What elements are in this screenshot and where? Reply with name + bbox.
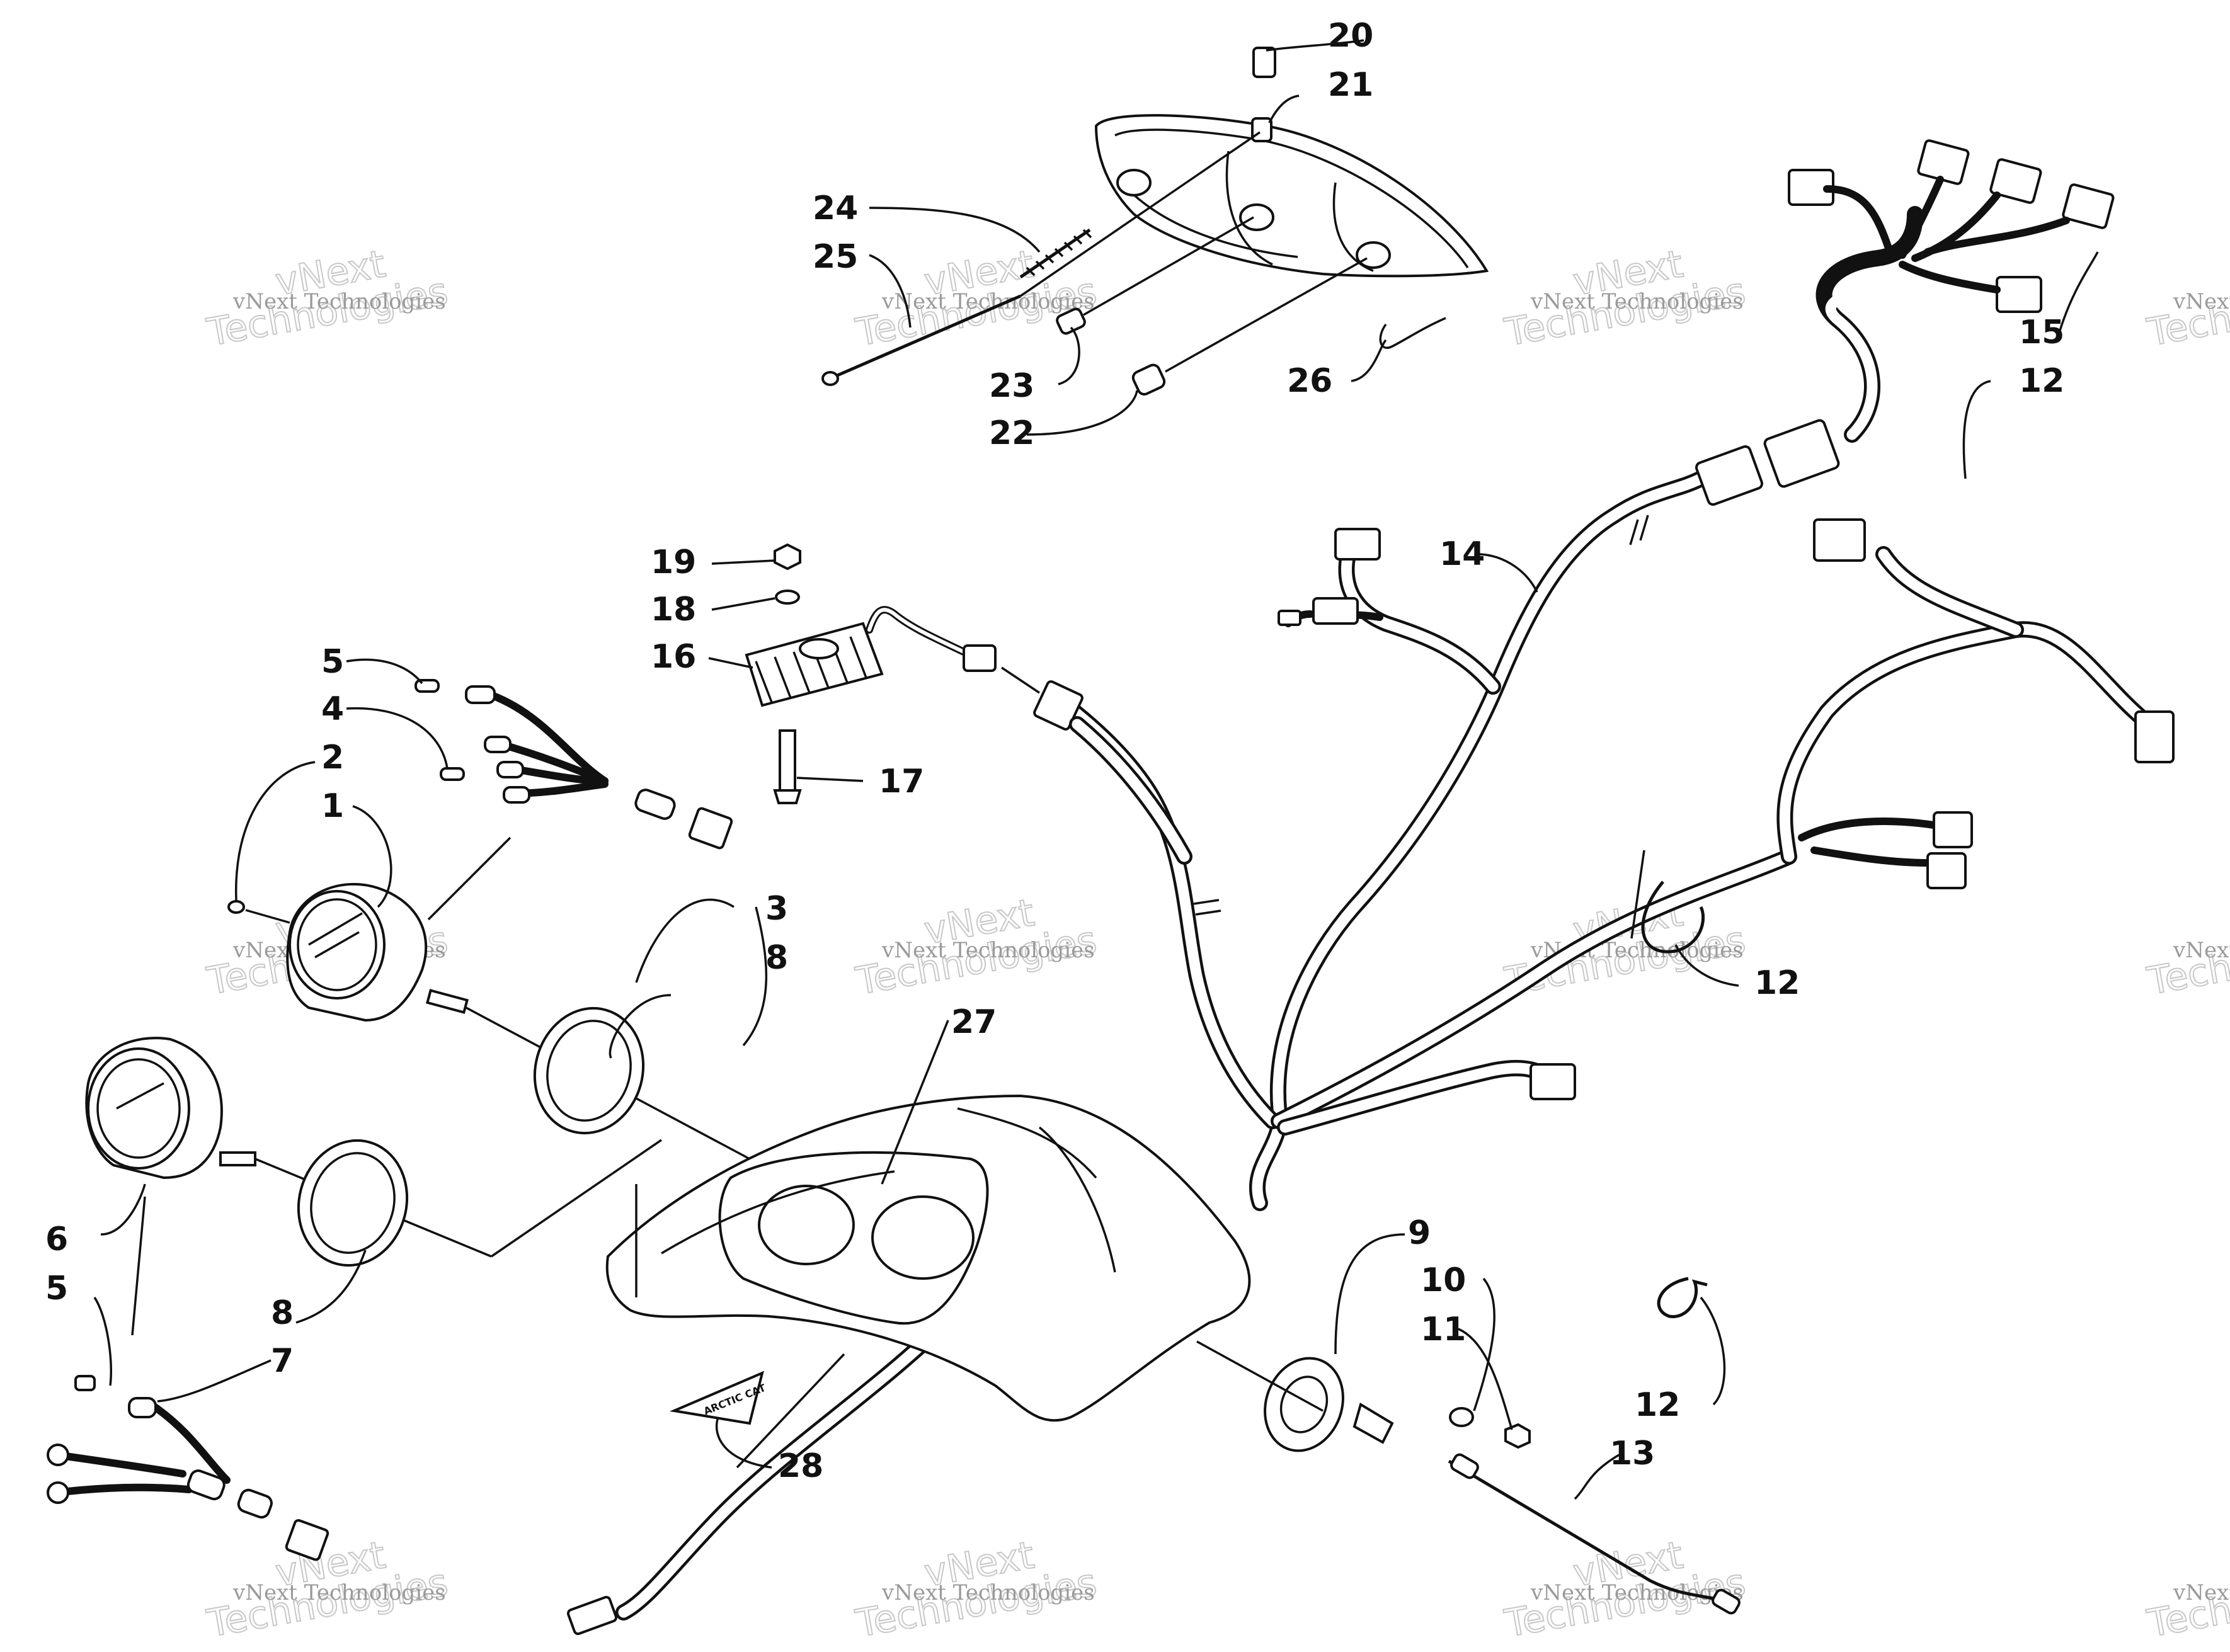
adjuster-screw bbox=[821, 294, 1021, 386]
callout-1: 1 bbox=[321, 787, 344, 825]
callout-9: 9 bbox=[1408, 1214, 1431, 1252]
callout-27: 27 bbox=[951, 1003, 997, 1041]
callout-26: 26 bbox=[1287, 362, 1332, 400]
callout-14: 14 bbox=[1439, 535, 1485, 573]
callout-25: 25 bbox=[813, 238, 858, 276]
headlight-bracket bbox=[1251, 117, 1272, 142]
callout-2: 2 bbox=[321, 739, 344, 777]
harness-branch-15 bbox=[1763, 139, 2230, 488]
callout-22: 22 bbox=[989, 414, 1034, 452]
callout-10: 10 bbox=[1421, 1262, 1466, 1299]
gauge-tachometer bbox=[227, 882, 845, 1211]
adjuster-spring bbox=[1019, 228, 1092, 279]
watermark: Technologies vNext Technologies bbox=[2143, 1560, 2230, 1647]
callout-3: 3 bbox=[765, 890, 788, 928]
headlight-housing bbox=[1094, 114, 1489, 278]
callout-6: 6 bbox=[45, 1221, 68, 1258]
callout-23: 23 bbox=[989, 367, 1034, 405]
svg-text:vNext Technologies: vNext Technologies bbox=[1530, 289, 1744, 314]
watermark: Technologies vNext vNext Technologies bbox=[1501, 241, 1749, 355]
callout-11: 11 bbox=[1421, 1311, 1466, 1348]
adapter-nut bbox=[1504, 1423, 1531, 1449]
speedometer-wiring bbox=[47, 1196, 329, 1561]
harness-connector-bottom bbox=[566, 1595, 618, 1636]
speedometer-cable-adapter bbox=[1196, 1340, 1394, 1452]
callout-15: 15 bbox=[2019, 314, 2064, 351]
cable-clamp bbox=[1657, 1277, 1708, 1318]
svg-text:vNext Technologies: vNext Technologies bbox=[232, 1580, 446, 1605]
watermark: Technologies vNext Technologies bbox=[2143, 269, 2230, 356]
bulb-retainer bbox=[1379, 317, 1446, 349]
watermark: Technologies vNext vNext Technologies bbox=[852, 890, 1101, 1004]
watermark: Technologies vNext vNext Technologies bbox=[1501, 890, 1749, 1004]
watermark: Technologies vNext vNext Technologies bbox=[203, 241, 452, 355]
callout-16: 16 bbox=[651, 638, 696, 676]
callout-labels: 20 21 24 25 23 22 26 15 12 14 19 18 16 1… bbox=[45, 17, 2064, 1485]
main-wiring-harness bbox=[566, 139, 2230, 1636]
svg-text:vNext Technologies: vNext Technologies bbox=[2173, 289, 2230, 314]
svg-text:vNext Technologies: vNext Technologies bbox=[2173, 938, 2230, 963]
adapter-washer bbox=[1449, 1407, 1474, 1427]
bulb-socket bbox=[1056, 216, 1254, 335]
watermark: Technologies vNext vNext Technologies bbox=[1501, 1532, 1749, 1646]
callout-18: 18 bbox=[651, 591, 696, 629]
svg-text:vNext Technologies: vNext Technologies bbox=[881, 1580, 1095, 1605]
harness-branch-right bbox=[1530, 518, 2175, 1100]
svg-text:vNext Technologies: vNext Technologies bbox=[2173, 1580, 2230, 1605]
callout-12: 12 bbox=[2019, 362, 2064, 400]
svg-text:vNext Technologies: vNext Technologies bbox=[1530, 1580, 1744, 1605]
dash-panel bbox=[605, 1094, 1251, 1422]
callout-21: 21 bbox=[1328, 66, 1373, 104]
callout-4: 4 bbox=[321, 690, 344, 728]
harness-connector-14a bbox=[1334, 528, 1381, 561]
callout-17: 17 bbox=[879, 763, 924, 800]
regulator-nut bbox=[774, 543, 801, 571]
headlight-clip bbox=[1252, 47, 1276, 78]
watermark: Technologies vNext vNext Technologies bbox=[852, 241, 1101, 355]
watermark: Technologies vNext Technologies bbox=[2143, 918, 2230, 1005]
callout-8: 8 bbox=[765, 939, 788, 977]
voltage-regulator bbox=[745, 606, 1192, 865]
headlight-assembly bbox=[821, 47, 1489, 396]
bulb bbox=[1131, 257, 1368, 396]
gauge-speedometer bbox=[85, 1037, 662, 1258]
speedometer-cable bbox=[1448, 1453, 1741, 1615]
regulator-washer bbox=[775, 590, 800, 605]
watermark: Technologies vNext vNext Technologies bbox=[852, 1532, 1101, 1646]
callout-20: 20 bbox=[1328, 17, 1373, 55]
callout-28: 28 bbox=[778, 1447, 823, 1485]
gauge-bezel-lower bbox=[297, 1139, 409, 1267]
callout-12: 12 bbox=[1754, 964, 1800, 1002]
watermark: Technologies vNext vNext Technologies bbox=[203, 1532, 452, 1646]
harness-connector-top bbox=[1695, 445, 1764, 506]
gauge-wiring-harness bbox=[415, 679, 733, 921]
callout-13: 13 bbox=[1610, 1435, 1655, 1473]
regulator-bolt bbox=[773, 729, 802, 804]
callout-24: 24 bbox=[813, 190, 858, 227]
callout-19: 19 bbox=[651, 544, 696, 581]
callout-7: 7 bbox=[271, 1342, 294, 1380]
gauge-bezel-upper bbox=[533, 1006, 645, 1135]
harness-clamp bbox=[1641, 880, 1705, 954]
callout-5: 5 bbox=[45, 1270, 68, 1307]
svg-text:vNext Technologies: vNext Technologies bbox=[232, 289, 446, 314]
callout-8: 8 bbox=[271, 1294, 294, 1332]
harness-connector-14b bbox=[1312, 597, 1359, 625]
callout-5: 5 bbox=[321, 643, 344, 681]
leader-lines bbox=[93, 39, 2099, 1500]
callout-12: 12 bbox=[1635, 1386, 1680, 1424]
svg-text:vNext Technologies: vNext Technologies bbox=[881, 938, 1095, 963]
arctic-cat-decal: ARCTIC CAT bbox=[669, 1370, 767, 1425]
watermarks: Technologies vNext vNext Technologies Te… bbox=[203, 241, 2230, 1647]
